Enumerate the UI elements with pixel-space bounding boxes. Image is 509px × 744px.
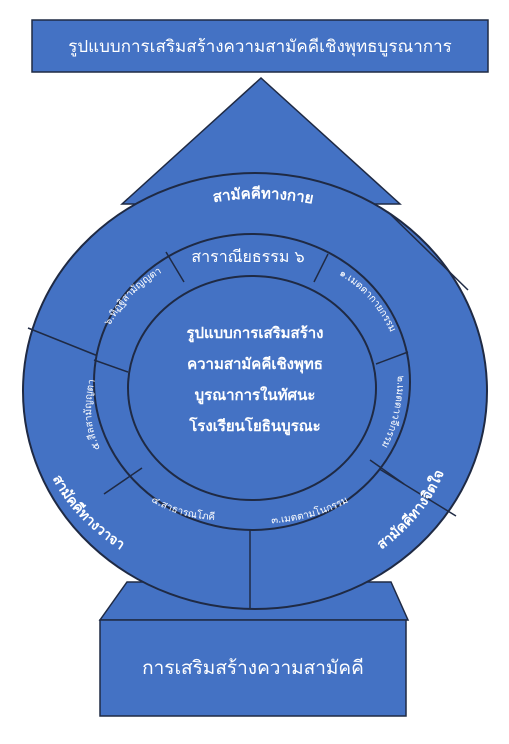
outer-divider — [367, 461, 457, 517]
middle-divider — [165, 251, 185, 283]
bottom-box — [99, 619, 407, 717]
middle-divider — [375, 351, 409, 365]
center-text: รูปแบบการเสริมสร้าง ความสามัคคีเชิงพุทธ … — [150, 318, 360, 442]
inner-circle — [127, 275, 377, 501]
center-line: โรงเรียนโยธินบูรณะ — [189, 417, 321, 435]
title-box — [31, 19, 489, 73]
bottom-box-text: การเสริมสร้างความสามัคคี — [142, 657, 364, 679]
middle-divider — [369, 459, 405, 485]
center-line: รูปแบบการเสริมสร้าง — [186, 324, 324, 342]
center-line: บูรณาการในทัศนะ — [194, 386, 316, 404]
outer-divider — [27, 327, 99, 357]
title-box-text: รูปแบบการเสริมสร้างความสามัคคีเชิงพุทธบู… — [68, 36, 452, 57]
middle-divider — [93, 359, 129, 373]
middle-title: สาราณียธรรม ๖ — [191, 247, 304, 266]
middle-divider — [103, 467, 143, 495]
middle-divider — [313, 253, 329, 283]
center-line: ความสามัคคีเชิงพุทธ — [187, 355, 323, 373]
outer-label-body: สามัคคีทางกาย — [211, 184, 315, 207]
